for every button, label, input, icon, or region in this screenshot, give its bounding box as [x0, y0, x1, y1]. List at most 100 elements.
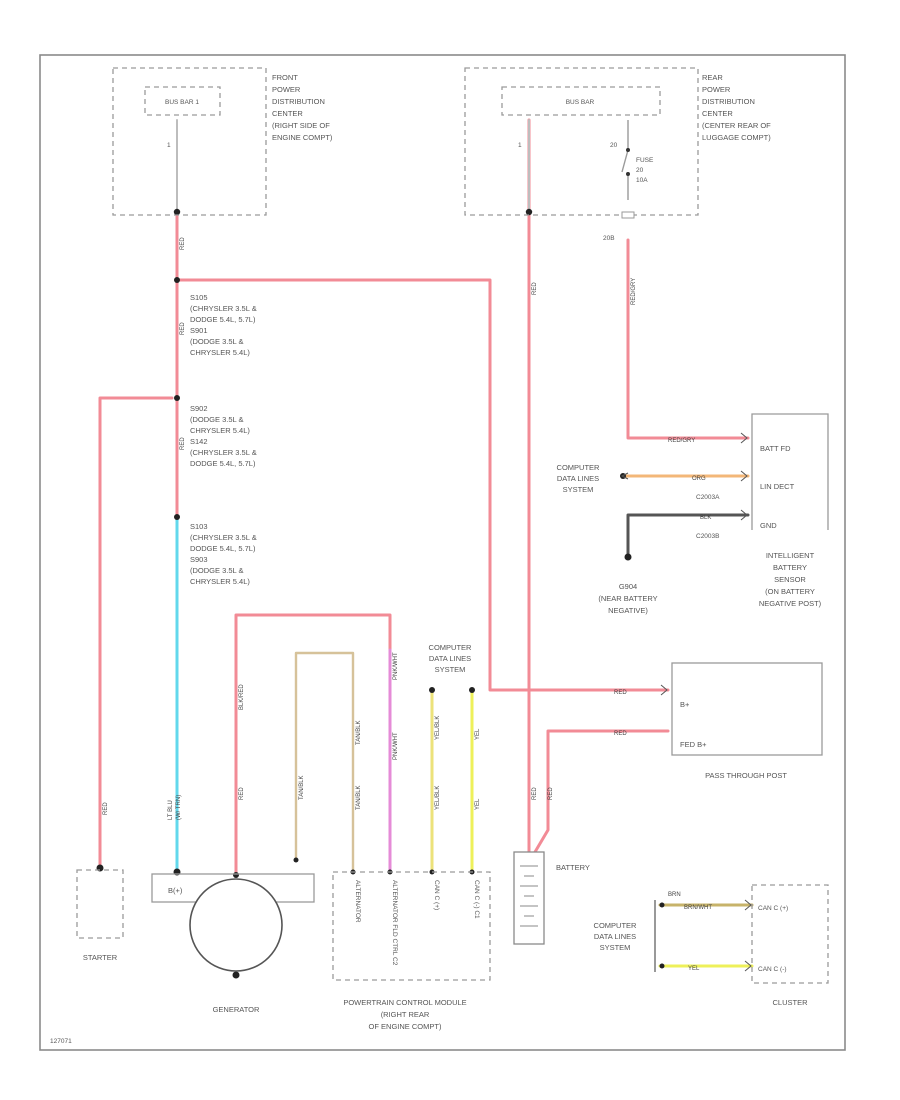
svg-text:(CHRYSLER 3.5L &: (CHRYSLER 3.5L &	[190, 304, 257, 313]
data-lines-cluster-label: COMPUTER DATA LINES SYSTEM	[594, 921, 638, 952]
svg-text:REAR: REAR	[702, 73, 723, 82]
svg-text:PNK/WHT: PNK/WHT	[393, 732, 399, 760]
svg-text:CHRYSLER 5.4L): CHRYSLER 5.4L)	[190, 426, 250, 435]
fuse-symbol	[621, 120, 629, 200]
svg-text:RED: RED	[532, 787, 538, 800]
node-front-pdc	[173, 208, 181, 216]
svg-text:DATA LINES: DATA LINES	[594, 932, 636, 941]
cluster-label: CLUSTER	[772, 998, 808, 1007]
powertrain-control-module: ALTERNATOR ALTERNATOR FLD CTRL C2 CAN C …	[332, 871, 491, 1031]
svg-text:DISTRIBUTION: DISTRIBUTION	[272, 97, 325, 106]
rear-busbar-box	[501, 86, 661, 116]
svg-text:YEL/BLK: YEL/BLK	[435, 716, 441, 740]
pass-through-pin-bplus: B+	[680, 700, 690, 709]
svg-text:SYSTEM: SYSTEM	[435, 665, 466, 674]
fuse-label: FUSE 20 10A	[636, 157, 654, 184]
wire-tan	[294, 651, 355, 874]
ibs-pin-batt-fd: BATT FD	[760, 444, 791, 453]
battery-body	[513, 851, 545, 945]
svg-text:SENSOR: SENSOR	[774, 575, 806, 584]
starter-box	[76, 869, 124, 939]
front-pdc-box	[112, 67, 267, 216]
wire-red-pass-through	[175, 278, 670, 692]
svg-text:POWERTRAIN CONTROL MODULE: POWERTRAIN CONTROL MODULE	[343, 998, 466, 1007]
svg-text:CHRYSLER 5.4L): CHRYSLER 5.4L)	[190, 348, 250, 357]
rear-pdc-fuse-terminal	[621, 211, 635, 219]
svg-text:BLK/RED: BLK/RED	[239, 684, 245, 710]
node-rear-pdc	[525, 208, 533, 216]
svg-text:LUGGAGE COMPT): LUGGAGE COMPT)	[702, 133, 771, 142]
svg-text:OF ENGINE COMPT): OF ENGINE COMPT)	[369, 1022, 442, 1031]
front-pdc-name: FRONT POWER DISTRIBUTION CENTER (RIGHT S…	[272, 73, 333, 142]
generator: B(+) GENERATOR	[151, 873, 315, 1014]
ibs-pin-gnd: GND	[760, 521, 777, 530]
wires	[98, 118, 754, 968]
svg-text:CENTER: CENTER	[702, 109, 733, 118]
pass-through-post: B+ FED B+ PASS THROUGH POST	[671, 662, 823, 780]
data-lines-ibs-label: COMPUTER DATA LINES SYSTEM	[557, 463, 601, 494]
rear-pdc-box	[464, 67, 699, 216]
svg-text:COMPUTER: COMPUTER	[557, 463, 601, 472]
node-s902	[174, 395, 180, 401]
svg-text:S903: S903	[190, 555, 208, 564]
svg-text:NEGATIVE POST): NEGATIVE POST)	[759, 599, 822, 608]
wire-color-labels: RED RED RED RED RED RED RED RED/GRY RED/…	[103, 237, 712, 972]
svg-text:BRN: BRN	[668, 892, 681, 898]
svg-text:BLK: BLK	[700, 515, 711, 521]
svg-text:DODGE 5.4L, 5.7L): DODGE 5.4L, 5.7L)	[190, 544, 256, 553]
node-cluster-b	[659, 963, 665, 969]
svg-text:G904: G904	[619, 582, 637, 591]
svg-text:ENGINE COMPT): ENGINE COMPT)	[272, 133, 333, 142]
svg-text:POWER: POWER	[702, 85, 731, 94]
svg-text:SYSTEM: SYSTEM	[600, 943, 631, 952]
ibs-box	[751, 413, 829, 530]
ground-label: G904 (NEAR BATTERY NEGATIVE)	[598, 582, 657, 615]
diagram-frame	[39, 54, 846, 1051]
svg-text:(ON BATTERY: (ON BATTERY	[765, 587, 815, 596]
cluster-pin-can-plus: CAN C (+)	[758, 905, 788, 912]
pass-through-name: PASS THROUGH POST	[705, 771, 787, 780]
node-ground-g904	[624, 553, 632, 561]
battery: BATTERY	[513, 851, 590, 945]
cluster: CAN C (+) CAN C (-) CLUSTER	[654, 884, 829, 1007]
node-can-a	[429, 687, 435, 693]
svg-text:POWER: POWER	[272, 85, 301, 94]
svg-text:TAN/BLK: TAN/BLK	[356, 785, 362, 810]
front-pdc: BUS BAR 1 1 FRONT POWER DISTRIBUTION CEN…	[112, 67, 333, 216]
svg-text:RED: RED	[180, 437, 186, 450]
generator-symbol	[189, 878, 283, 972]
svg-text:DATA LINES: DATA LINES	[429, 654, 471, 663]
svg-text:20: 20	[636, 167, 644, 174]
svg-text:(CENTER REAR OF: (CENTER REAR OF	[702, 121, 771, 130]
front-busbar-label: BUS BAR 1	[165, 99, 199, 106]
front-pdc-pin: 1	[167, 142, 171, 149]
generator-label: GENERATOR	[213, 1005, 260, 1014]
svg-text:SYSTEM: SYSTEM	[563, 485, 594, 494]
svg-text:FRONT: FRONT	[272, 73, 298, 82]
svg-text:S902: S902	[190, 404, 208, 413]
svg-text:PNK/WHT: PNK/WHT	[393, 652, 399, 680]
front-busbar-box	[144, 86, 221, 116]
ibs-pin-lin: LIN DECT	[760, 482, 795, 491]
svg-text:RED: RED	[239, 787, 245, 800]
pass-through-pin-fed: FED B+	[680, 740, 707, 749]
svg-text:CENTER: CENTER	[272, 109, 303, 118]
svg-text:(DODGE 3.5L &: (DODGE 3.5L &	[190, 337, 244, 346]
splice-labels: S105 (CHRYSLER 3.5L & DODGE 5.4L, 5.7L) …	[190, 293, 257, 586]
svg-text:S103: S103	[190, 522, 208, 531]
rear-pdc: BUS BAR 1 20 FUSE 20 10A REAR POWER DIST…	[464, 67, 771, 242]
generator-terminal: B(+)	[168, 886, 183, 895]
data-lines-top-label: COMPUTER DATA LINES SYSTEM	[429, 643, 473, 674]
svg-text:DISTRIBUTION: DISTRIBUTION	[702, 97, 755, 106]
wire-red-gry-ibs	[626, 238, 750, 440]
node-s103	[174, 514, 180, 520]
svg-text:TAN/BLK: TAN/BLK	[299, 775, 305, 800]
svg-text:(DODGE 3.5L &: (DODGE 3.5L &	[190, 566, 244, 575]
svg-text:(RIGHT REAR: (RIGHT REAR	[381, 1010, 430, 1019]
wire-red-starter	[98, 396, 174, 870]
wire-blk-gnd	[626, 513, 750, 557]
pcm-pin-alternator: ALTERNATOR	[354, 880, 361, 923]
svg-text:LT BLU: LT BLU	[168, 800, 174, 820]
svg-text:S142: S142	[190, 437, 208, 446]
svg-text:RED: RED	[548, 787, 554, 800]
